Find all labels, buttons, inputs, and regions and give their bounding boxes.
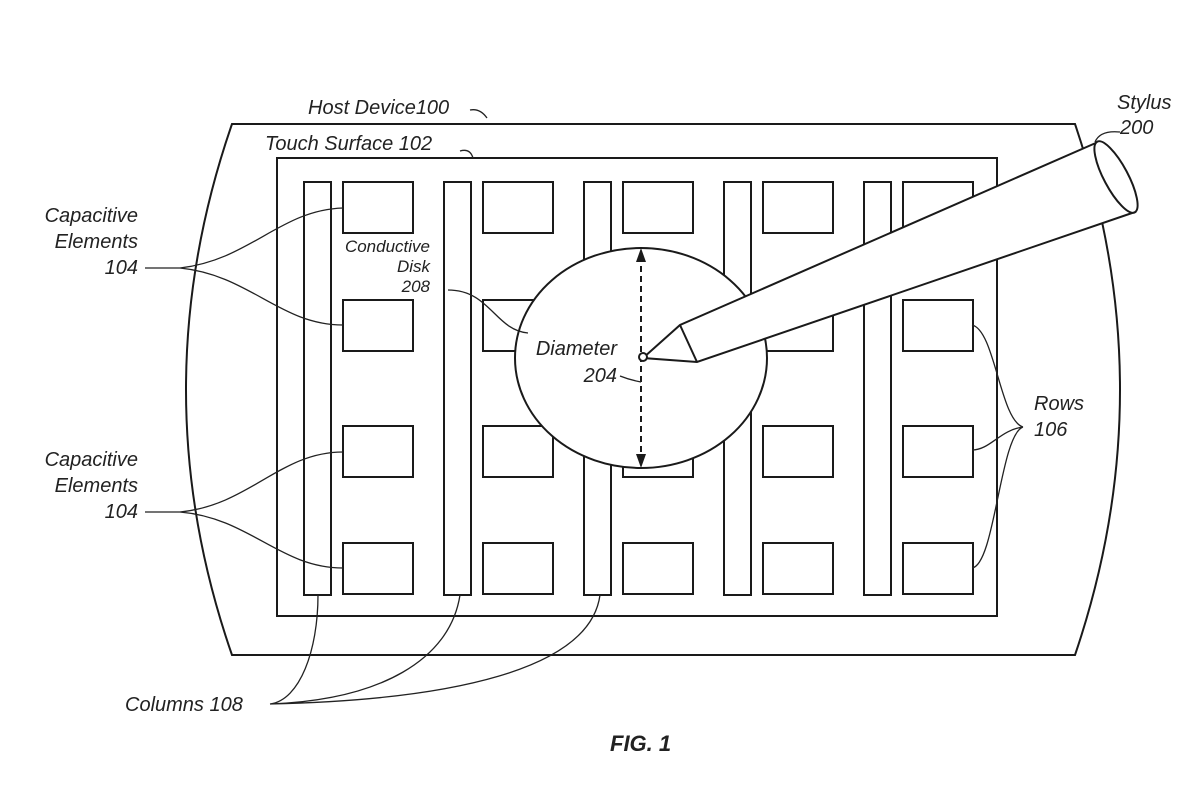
disk-label-number: 208 (401, 277, 431, 296)
capacitive-element (762, 542, 834, 595)
rows-label: Rows (1034, 393, 1084, 415)
cap-elements-top-line2: Elements (55, 231, 138, 253)
capacitive-element (902, 299, 974, 352)
cap-elements-bottom-line1: Capacitive (45, 449, 138, 471)
capacitive-element (482, 425, 554, 478)
capacitive-elements-group (342, 181, 974, 595)
capacitive-element (482, 542, 554, 595)
column-electrode (443, 181, 472, 596)
disk-label-line1: Conductive (345, 237, 430, 256)
host-device-label: Host Device100 (308, 97, 449, 119)
cap-elements-top-line1: Capacitive (45, 205, 138, 227)
column-electrode (303, 181, 332, 596)
capacitive-element (482, 181, 554, 234)
capacitive-element (762, 181, 834, 234)
capacitive-element (622, 542, 694, 595)
cap-elements-top-number: 104 (105, 257, 138, 279)
host-device-outline (185, 123, 1121, 656)
capacitive-element (622, 181, 694, 234)
stylus (638, 140, 1139, 364)
rows-number: 106 (1034, 419, 1068, 441)
capacitive-element (902, 542, 974, 595)
capacitive-element (342, 181, 414, 234)
diameter-number: 204 (583, 365, 617, 387)
cap-elements-bottom-number: 104 (105, 501, 138, 523)
capacitive-element (342, 542, 414, 595)
capacitive-element (762, 425, 834, 478)
diameter-arrow-bottom (636, 454, 646, 468)
touch-surface-label: Touch Surface 102 (265, 133, 432, 155)
stylus-number: 200 (1119, 117, 1153, 139)
stylus-label: Stylus (1117, 92, 1171, 114)
touch-surface (276, 157, 998, 617)
diameter-arrow-top (636, 248, 646, 262)
diameter-label: Diameter (536, 338, 618, 360)
cap-elements-bottom-line2: Elements (55, 475, 138, 497)
figure-title: FIG. 1 (610, 731, 671, 756)
capacitive-element (342, 425, 414, 478)
disk-label-line2: Disk (397, 257, 432, 276)
columns-label: Columns 108 (125, 694, 243, 716)
capacitive-element (342, 299, 414, 352)
capacitive-element (902, 425, 974, 478)
leader-lines (145, 109, 1121, 705)
